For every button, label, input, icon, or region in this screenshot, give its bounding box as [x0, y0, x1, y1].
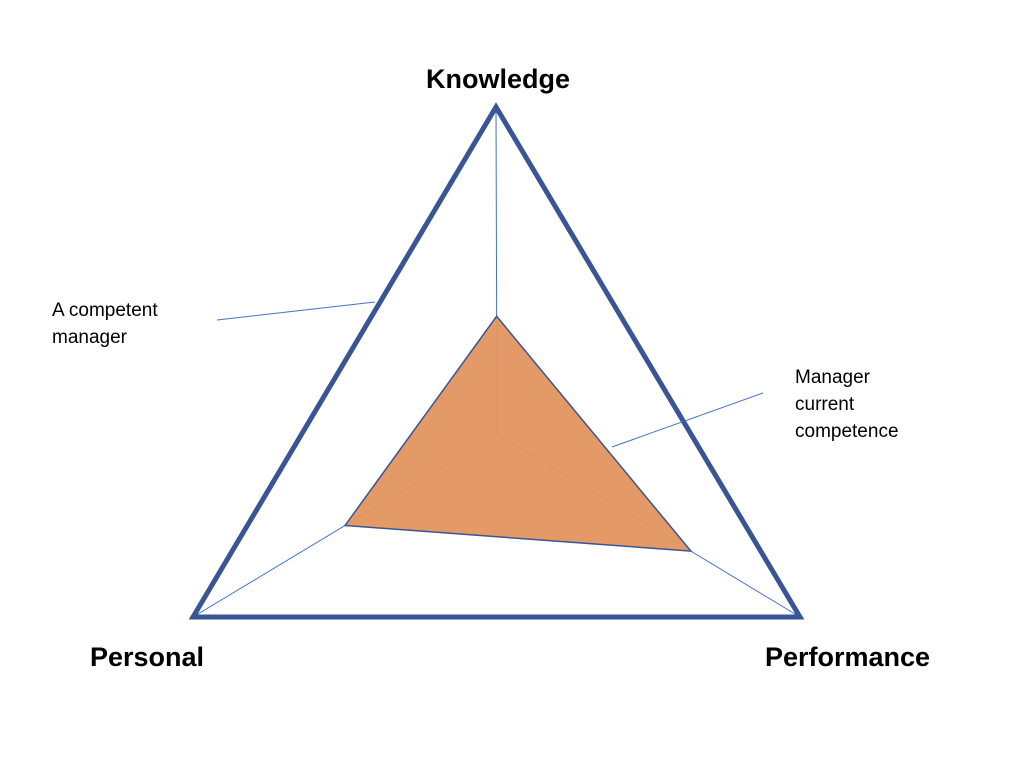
axis-label-personal: Personal: [90, 642, 205, 672]
label-line: Manager: [795, 367, 870, 388]
competent-manager-outline: [188, 102, 805, 620]
current-competence-label: Manager current competence: [795, 364, 899, 445]
label-line: competence: [795, 421, 899, 442]
axis-label-knowledge: Knowledge: [426, 64, 571, 94]
competent-manager-leader-line: [216, 301, 376, 321]
axis-label-performance: Performance: [765, 642, 931, 672]
label-line: manager: [52, 327, 127, 348]
label-line: current: [795, 394, 855, 415]
competent-manager-label: A competent manager: [52, 297, 158, 351]
label-line: A competent: [52, 300, 158, 321]
current-competence-area: [343, 315, 693, 552]
current-competence-leader-line: [611, 392, 764, 448]
